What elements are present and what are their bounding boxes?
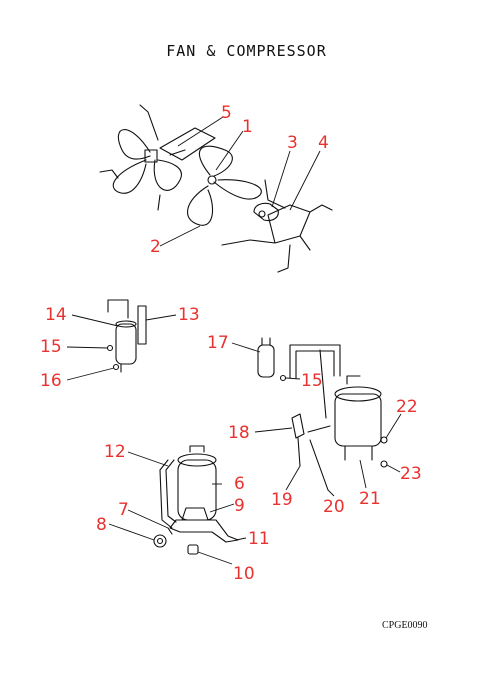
callout-19: 19 [271,490,293,510]
callout-13: 13 [178,305,200,325]
callout-numbers: 1 2 3 4 5 6 7 8 9 10 11 12 13 14 15 15 1… [40,103,422,584]
callout-15-left: 15 [40,337,62,357]
callout-11: 11 [248,529,270,549]
callout-22: 22 [396,397,418,417]
callout-5: 5 [221,103,232,123]
motor-mount-frame-4 [221,179,333,273]
washer-22 [380,436,388,444]
mount-bracket-11 [169,519,239,543]
callout-3: 3 [287,133,298,153]
callout-4: 4 [318,133,329,153]
nut-23 [380,460,388,468]
suction-pipe-12 [159,459,177,529]
callout-23: 23 [400,464,422,484]
callout-7: 7 [118,500,129,520]
callout-10: 10 [233,564,255,584]
leader-lines [66,116,402,565]
connecting-tube-20 [307,425,331,491]
callout-16: 16 [40,371,62,391]
grommet-16 [112,363,120,371]
capillary-tube-19 [297,437,301,467]
drawing-code: CPGE0090 [382,620,428,631]
callout-14: 14 [45,305,67,325]
small-fitting-15-left [106,344,114,352]
callout-2: 2 [150,237,161,257]
bolt-7 [167,527,173,535]
pressure-switch-18 [291,413,305,439]
callout-18: 18 [228,423,250,443]
receiver-dryer-17 [257,337,275,378]
callout-9: 9 [234,496,245,516]
rubber-grommet-8 [153,534,167,548]
callout-8: 8 [96,515,107,535]
callout-1: 1 [242,117,253,137]
callout-12: 12 [104,442,126,462]
spacer-10 [187,544,199,555]
compressor-body-6 [177,445,217,521]
callout-20: 20 [323,497,345,517]
accumulator-bracket-13 [137,305,147,345]
diagram-title: FAN & COMPRESSOR [166,42,327,60]
fan-motor-bracket-5 [159,127,216,161]
fan-blade-rear [99,104,182,211]
callout-17: 17 [207,333,229,353]
discharge-pipe [289,344,341,419]
small-fitting-15-right [279,374,287,382]
fan-blade-front-2 [186,145,262,226]
terminal-cover-9 [181,507,209,521]
compressor-21 [334,375,382,461]
accumulator-14 [107,299,137,373]
callout-6: 6 [234,474,245,494]
callout-21: 21 [359,489,381,509]
callout-15-right: 15 [301,371,323,391]
